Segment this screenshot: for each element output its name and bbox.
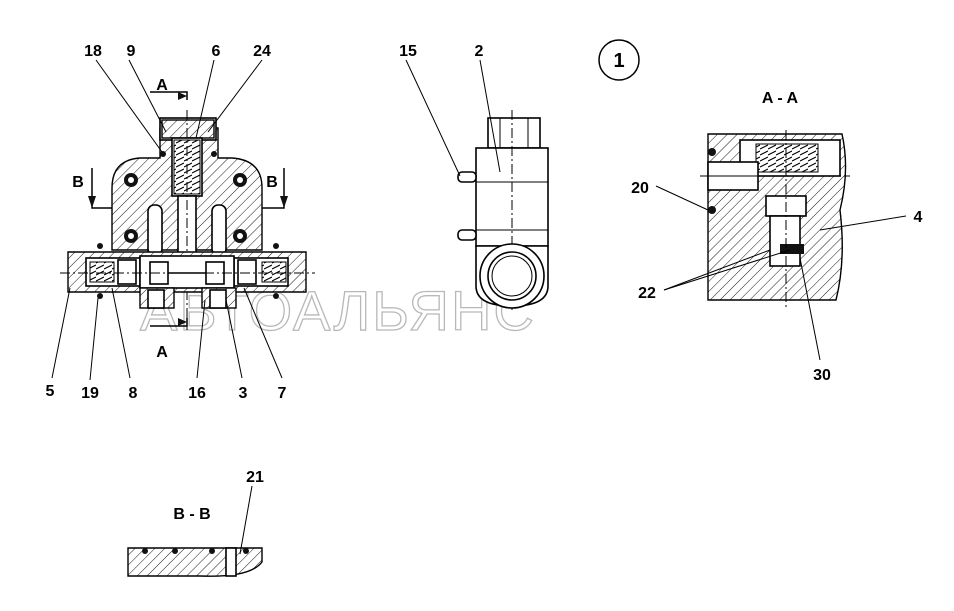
front-section-view: [60, 91, 315, 330]
cut-mark-a-bottom: A: [156, 344, 168, 361]
callout-21: 21: [246, 469, 264, 486]
callout-3: 3: [239, 385, 248, 402]
section-bb-title: B - B: [173, 506, 210, 523]
callout-6: 6: [212, 43, 221, 60]
cut-mark-b-right: B: [266, 174, 278, 191]
callout-24: 24: [253, 43, 271, 60]
section-bb-view: [127, 547, 263, 577]
section-aa-view: [700, 130, 850, 310]
callout-5: 5: [46, 383, 55, 400]
callout-22: 22: [638, 285, 656, 302]
callout-9: 9: [127, 43, 136, 60]
leader-lines: [51, 59, 907, 555]
callout-2: 2: [475, 43, 484, 60]
side-view: [457, 110, 549, 310]
section-aa-title: A - A: [762, 90, 799, 107]
callout-7: 7: [278, 385, 287, 402]
callout-18: 18: [84, 43, 102, 60]
view-number: 1: [613, 50, 624, 72]
callout-16: 16: [188, 385, 206, 402]
callout-labels: 18 9 6 24 15 2 20 4 22 30 5 19 8 16 3 7 …: [46, 43, 923, 486]
callout-8: 8: [129, 385, 138, 402]
cut-mark-b-left: B: [72, 174, 84, 191]
cut-mark-a-top: A: [156, 77, 168, 94]
section-bb-body: [127, 547, 263, 577]
view-number-badge: 1: [598, 39, 640, 81]
callout-20: 20: [631, 180, 649, 197]
callout-4: 4: [914, 209, 923, 226]
callout-19: 19: [81, 385, 99, 402]
callout-30: 30: [813, 367, 831, 384]
callout-15: 15: [399, 43, 417, 60]
